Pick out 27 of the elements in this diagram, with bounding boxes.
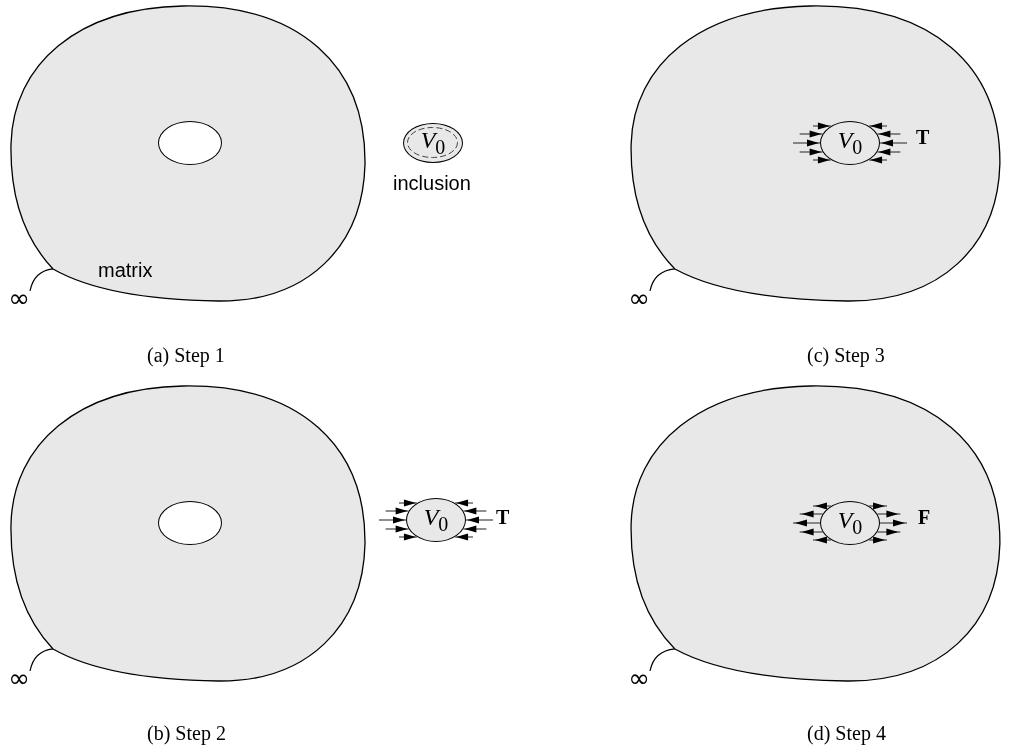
infinity-symbol: ∞ bbox=[624, 668, 654, 690]
volume-label: V$_{0}$ bbox=[420, 127, 446, 159]
matrix-region bbox=[628, 384, 1003, 684]
matrix-region bbox=[628, 4, 1003, 304]
force-label: T bbox=[496, 506, 510, 529]
volume-label: V$_{0}$ bbox=[837, 507, 863, 539]
leader-line bbox=[649, 648, 676, 672]
infinity-symbol: ∞ bbox=[4, 668, 34, 690]
matrix-region bbox=[8, 384, 368, 684]
force-label: F bbox=[918, 506, 931, 529]
leader-line bbox=[29, 648, 54, 672]
subfigure-caption: (b) Step 2 bbox=[147, 722, 226, 745]
force-label: T bbox=[916, 126, 930, 149]
volume-label: V$_{0}$ bbox=[837, 127, 863, 159]
subfigure-caption: (d) Step 4 bbox=[807, 722, 886, 745]
leader-line bbox=[649, 268, 676, 292]
volume-label: V$_{0}$ bbox=[423, 504, 449, 536]
infinity-symbol: ∞ bbox=[624, 288, 654, 310]
leader-line bbox=[29, 268, 54, 292]
inclusion-ellipse bbox=[403, 123, 463, 163]
subfigure-caption: (c) Step 3 bbox=[807, 344, 885, 367]
inclusion-ellipse bbox=[406, 498, 466, 542]
subfigure-caption: (a) Step 1 bbox=[147, 344, 225, 367]
infinity-symbol: ∞ bbox=[4, 288, 34, 310]
matrix-region bbox=[8, 4, 368, 304]
region-label: matrix bbox=[98, 259, 153, 282]
inclusion-caption: inclusion bbox=[393, 172, 471, 195]
